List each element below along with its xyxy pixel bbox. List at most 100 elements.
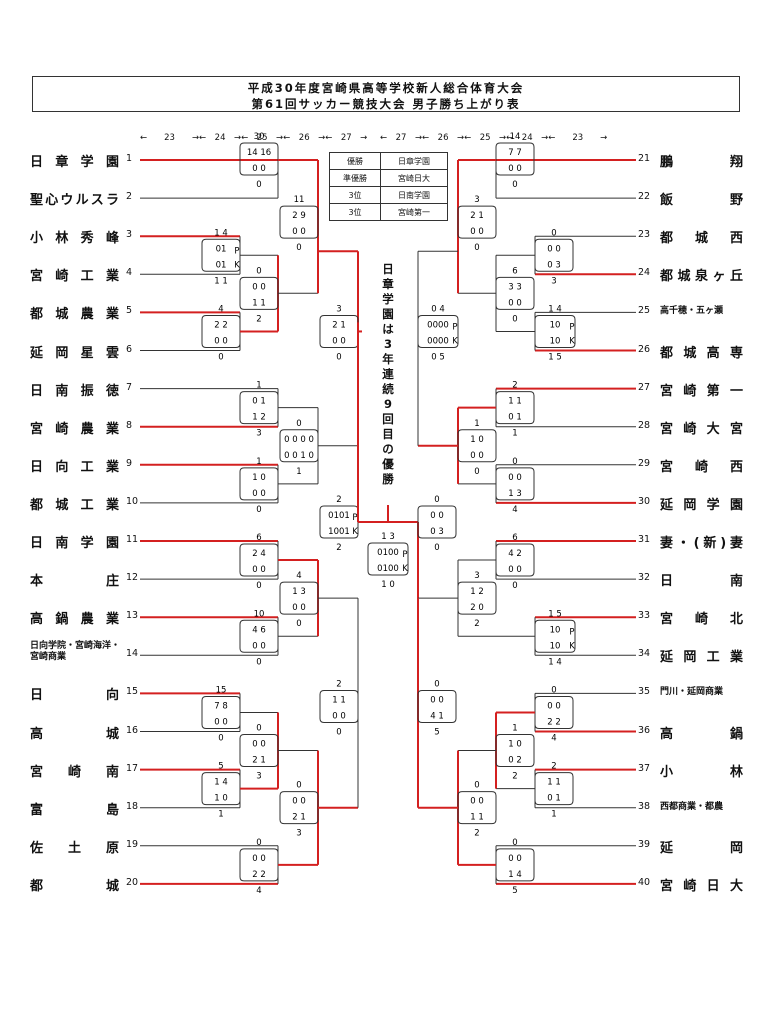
score-text: 4 [218, 304, 223, 314]
team-name: 都城泉ヶ丘 [660, 269, 744, 285]
team-name: 高鍋農業 [30, 612, 120, 628]
score-text: 0 0 0 0 [284, 435, 314, 445]
score-text: 0 4 [431, 304, 445, 314]
score-text: 2 [336, 679, 341, 689]
team-number: 26 [638, 343, 651, 355]
score-box [201, 238, 241, 272]
team-number: 7 [126, 381, 133, 393]
score-text: 0 0 [252, 565, 266, 575]
score-text: 0 [512, 180, 517, 190]
score-text: 0 0 [292, 797, 306, 807]
score-text: 1 4 [548, 657, 562, 667]
score-text: 0 0 1 0 [284, 451, 314, 461]
team-number: 24 [638, 267, 651, 279]
score-text: 0 [336, 352, 341, 362]
team-number: 34 [638, 648, 651, 660]
score-text: 1 3 [508, 489, 522, 499]
score-text: 2 2 [252, 870, 266, 880]
score-text: 4 1 [430, 711, 444, 721]
score-text: 2 [551, 762, 556, 772]
score-text: 01 [216, 260, 227, 270]
score-text: 0 0 [470, 227, 484, 237]
score-text: 0 0 [214, 336, 228, 346]
round-header-left: ← 23 →← 24 →← 25 →← 26 →← 27 → [140, 133, 368, 143]
score-box [534, 619, 576, 653]
score-text: 0 0 [252, 740, 266, 750]
score-text: 3 [256, 429, 261, 439]
score-box [417, 689, 457, 723]
score-text: 0 [512, 581, 517, 591]
score-text: 1 [551, 810, 556, 820]
score-text: 10 [550, 320, 561, 330]
score-text: 0 1 [252, 397, 266, 407]
team-name: 宮崎南 [30, 764, 120, 780]
team-name: 飯 野 [660, 193, 744, 209]
score-text: 5 [512, 886, 517, 896]
score-text: 1 1 [332, 695, 346, 705]
score-box [319, 689, 359, 723]
score-text: 7 7 [508, 148, 522, 158]
score-text: 2 2 [214, 320, 228, 330]
score-text: 0 [256, 838, 261, 848]
score-box [534, 772, 574, 806]
score-text: 7 8 [214, 701, 228, 711]
score-text: 2 0 [470, 603, 484, 613]
score-text: P [569, 627, 574, 637]
score-text: P [569, 322, 574, 332]
score-text: 1 4 [214, 228, 228, 238]
score-box [457, 205, 497, 239]
score-text: 1 1 [470, 813, 484, 823]
team-number: 23 [638, 229, 651, 241]
score-text: P [352, 513, 357, 523]
score-text: 14 [510, 132, 521, 142]
score-box [239, 467, 279, 501]
team-name: 西都商業・都農 [660, 801, 724, 812]
score-text: 4 [512, 505, 517, 515]
score-text: 1 [256, 457, 261, 467]
score-text: 0 0 [252, 854, 266, 864]
team-number: 13 [126, 610, 139, 622]
team-name: 宮崎大宮 [660, 421, 744, 437]
score-text: 0 [474, 243, 479, 253]
score-box [239, 848, 279, 882]
score-text: 3 [256, 772, 261, 782]
team-name: 延岡学園 [660, 497, 744, 513]
team-name: 日 向 [30, 688, 120, 704]
score-text: 0 0 [508, 854, 522, 864]
score-text: 0 [434, 543, 439, 553]
team-number: 18 [126, 800, 139, 812]
score-box [201, 695, 241, 729]
score-text: P [234, 246, 239, 256]
score-text: 0 0 [470, 797, 484, 807]
team-number: 28 [638, 419, 651, 431]
score-text: 2 [336, 543, 341, 553]
team-name: 聖心ウルスラ [30, 193, 120, 209]
score-text: 1 2 [252, 413, 266, 423]
team-name: 都城農業 [30, 307, 120, 323]
team-number: 27 [638, 381, 651, 393]
score-text: 0 1 [547, 794, 561, 804]
score-text: 4 6 [252, 625, 266, 635]
score-text: P [402, 550, 407, 560]
score-text: 0100 [377, 564, 399, 574]
score-text: 1 [474, 419, 479, 429]
score-text: 30 [254, 132, 265, 142]
score-text: 0 3 [430, 527, 444, 537]
score-text: 0 [296, 619, 301, 629]
team-number: 4 [126, 267, 133, 279]
score-box [319, 314, 359, 348]
team-name: 本 庄 [30, 574, 120, 590]
score-text: 0 5 [431, 352, 445, 362]
score-text: 2 [474, 619, 479, 629]
score-text: 1 4 [214, 778, 228, 788]
score-text: 0 0 [430, 511, 444, 521]
score-text: 0 2 [508, 756, 522, 766]
team-name: 高 城 [30, 726, 120, 742]
score-box [201, 314, 241, 348]
score-text: 0 0 [292, 603, 306, 613]
score-box [495, 391, 535, 425]
page-title: 平成30年度宮崎県高等学校新人総合体育大会 [247, 81, 525, 95]
team-number: 1 [126, 153, 133, 164]
team-name: 日 南 [660, 574, 744, 590]
score-text: 2 [474, 829, 479, 839]
